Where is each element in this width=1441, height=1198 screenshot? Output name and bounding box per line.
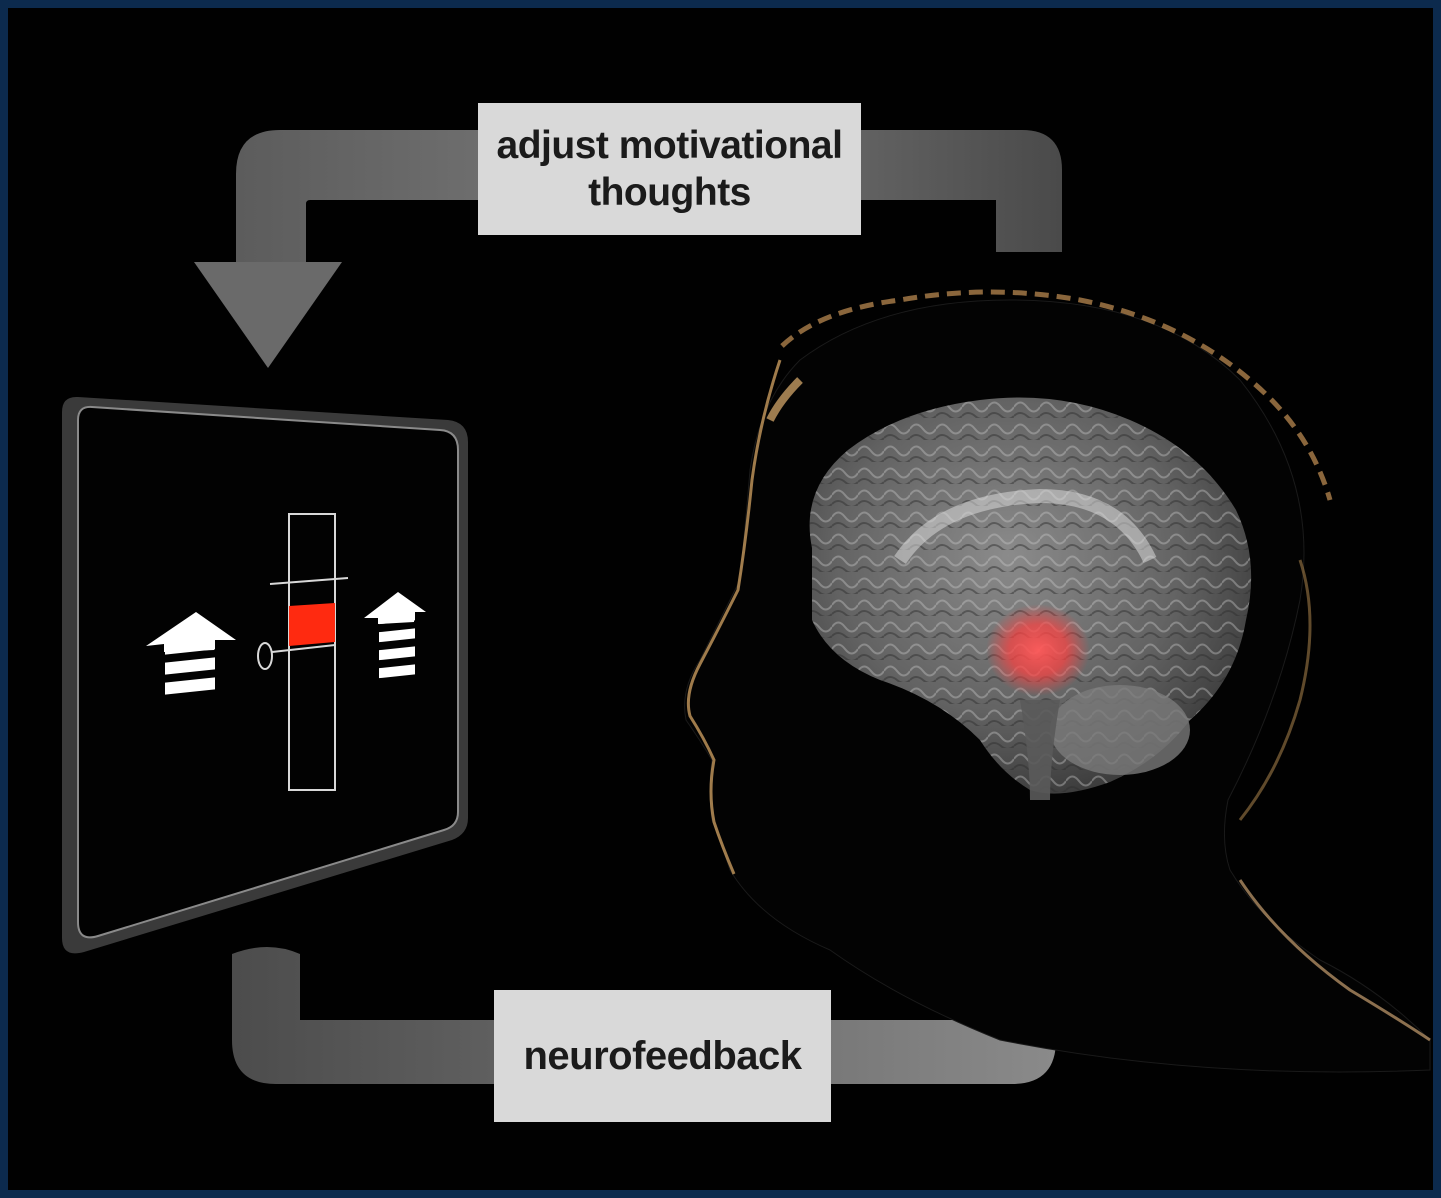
top-loop-label: adjust motivational thoughts — [478, 103, 861, 235]
feedback-bar — [289, 603, 335, 646]
bottom-loop-label-text: neurofeedback — [523, 1033, 802, 1078]
monitor-screen — [62, 396, 468, 954]
brain-icon — [809, 397, 1252, 800]
up-arrow-icon — [364, 592, 426, 679]
up-arrow-icon — [146, 612, 236, 695]
feedback-gauge — [288, 513, 336, 791]
top-loop-label-text: adjust motivational thoughts — [496, 124, 843, 214]
baseline-marker — [257, 642, 273, 670]
bottom-loop-label: neurofeedback — [494, 990, 831, 1122]
target-line — [269, 577, 349, 585]
brain-highlight — [986, 604, 1090, 696]
